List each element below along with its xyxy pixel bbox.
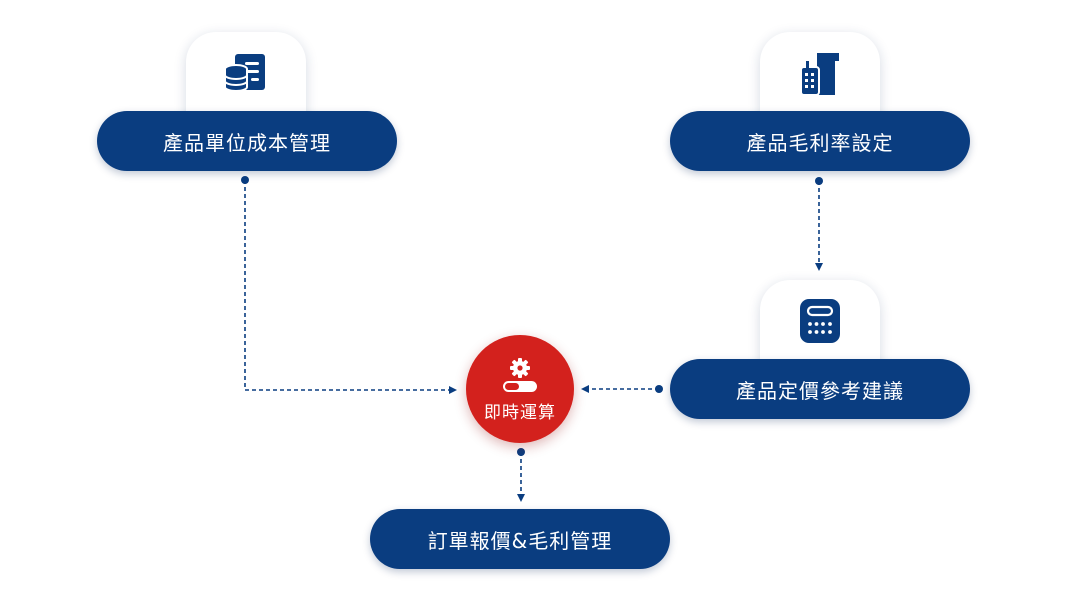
database-document-icon	[221, 49, 271, 99]
calculator-icon	[795, 297, 845, 347]
unit-cost-label: 產品單位成本管理	[163, 130, 331, 155]
margin-setting-label: 產品毛利率設定	[746, 130, 894, 155]
connector-suggestion-to-realtime	[581, 385, 663, 393]
order-quote-label: 訂單報價&毛利管理	[427, 528, 613, 553]
gear-toggle-icon	[499, 356, 541, 396]
unit-cost-node: 產品單位成本管理	[97, 111, 397, 171]
price-suggestion-node: 產品定價參考建議	[670, 359, 970, 419]
connector-unit-cost-to-realtime	[241, 176, 457, 394]
connector-margin-to-suggestion	[815, 177, 823, 271]
phone-document-icon	[795, 49, 845, 99]
realtime-label: 即時運算	[484, 402, 556, 423]
price-suggestion-label: 產品定價參考建議	[736, 378, 904, 403]
order-quote-node: 訂單報價&毛利管理	[370, 509, 670, 569]
realtime-hub: 即時運算	[466, 335, 574, 443]
margin-setting-node: 產品毛利率設定	[670, 111, 970, 171]
connector-realtime-to-order	[517, 448, 525, 502]
